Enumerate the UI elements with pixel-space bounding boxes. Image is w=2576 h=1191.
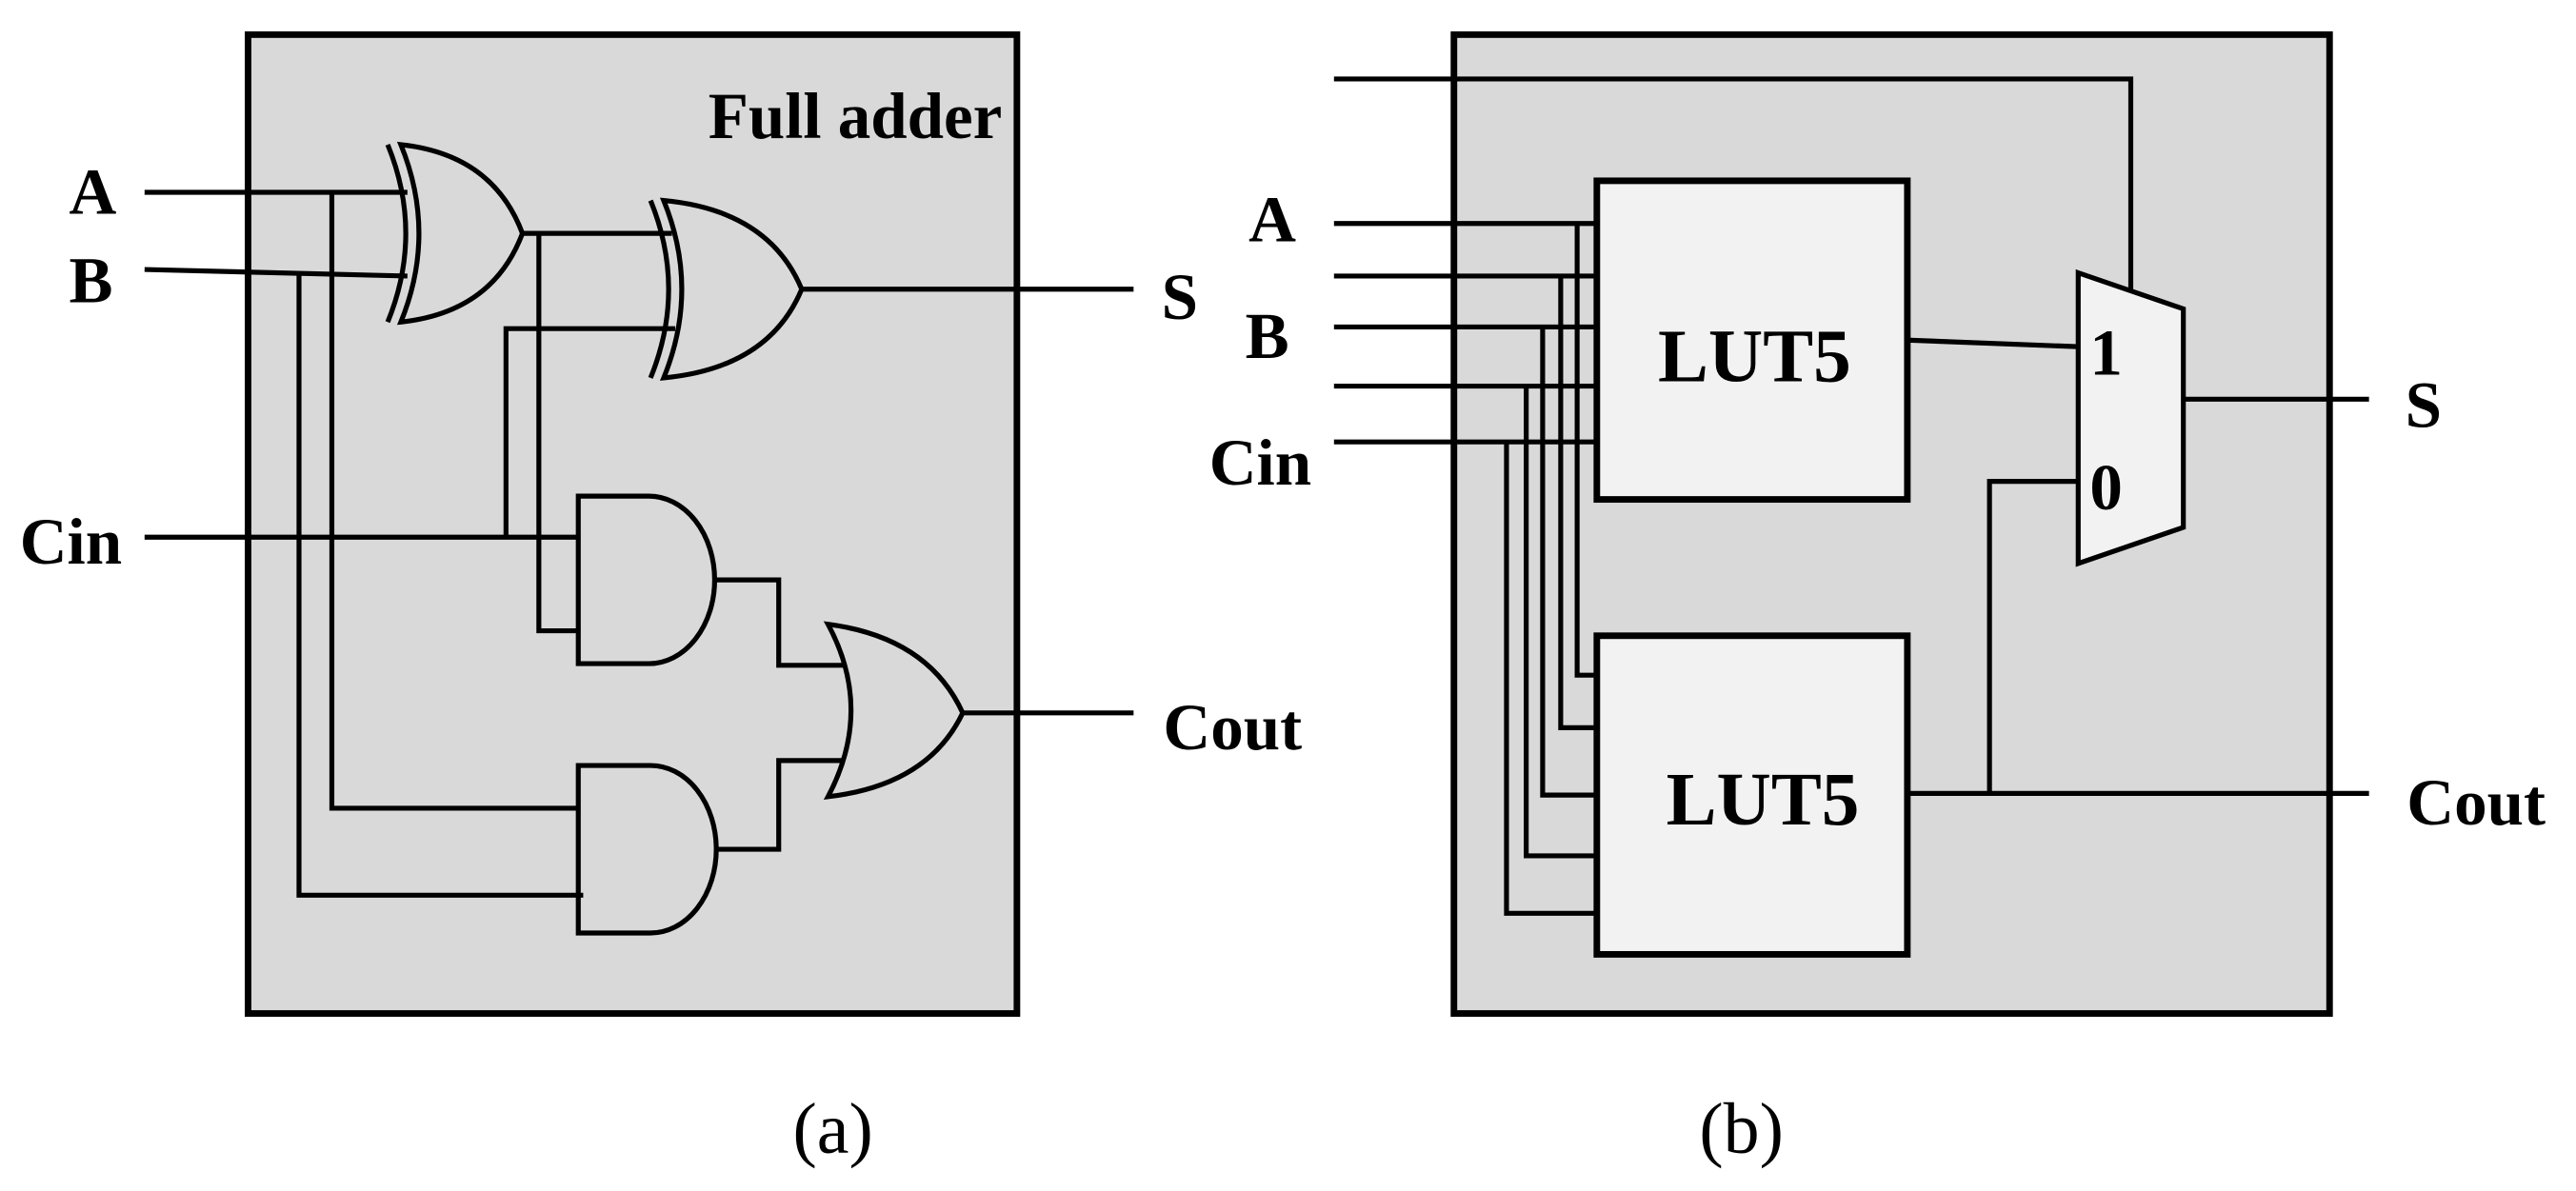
xor-gate-1 — [385, 141, 526, 326]
or-gate — [823, 621, 966, 800]
panel-a-title: Full adder — [709, 80, 1003, 152]
output-label-cout-b: Cout — [2406, 766, 2546, 839]
caption-b: (b) — [1699, 1089, 1783, 1169]
lut5-top — [1593, 177, 1911, 504]
caption-a: (a) — [793, 1089, 873, 1169]
mux-input-1-label: 1 — [2089, 316, 2123, 388]
panel-a-wires — [144, 189, 1134, 898]
and-gate-2 — [575, 763, 719, 936]
lut5-bottom-label: LUT5 — [1667, 758, 1860, 842]
panel-a-background — [245, 30, 1021, 1017]
and-gate-1 — [575, 493, 718, 666]
input-label-b: B — [69, 245, 112, 317]
output-label-cout: Cout — [1163, 691, 1302, 764]
input-label-cin: Cin — [20, 506, 122, 578]
panel-a: Full adder A B Cin S Cout — [20, 30, 1302, 1017]
input-label-cin-b: Cin — [1209, 427, 1311, 499]
mux-input-0-label: 0 — [2089, 451, 2123, 524]
output-label-s-b: S — [2406, 369, 2442, 442]
input-label-b-b: B — [1246, 300, 1289, 372]
lut5-top-label: LUT5 — [1658, 314, 1851, 398]
xor-gate-2 — [648, 197, 805, 381]
panel-b-wires — [1333, 76, 2369, 916]
panel-b: LUT5 LUT5 1 0 A B Cin S Cout — [1209, 30, 2546, 1017]
input-label-a-b: A — [1248, 184, 1296, 256]
input-label-a: A — [69, 155, 116, 228]
output-label-s: S — [1162, 261, 1198, 333]
mux — [2075, 268, 2187, 567]
